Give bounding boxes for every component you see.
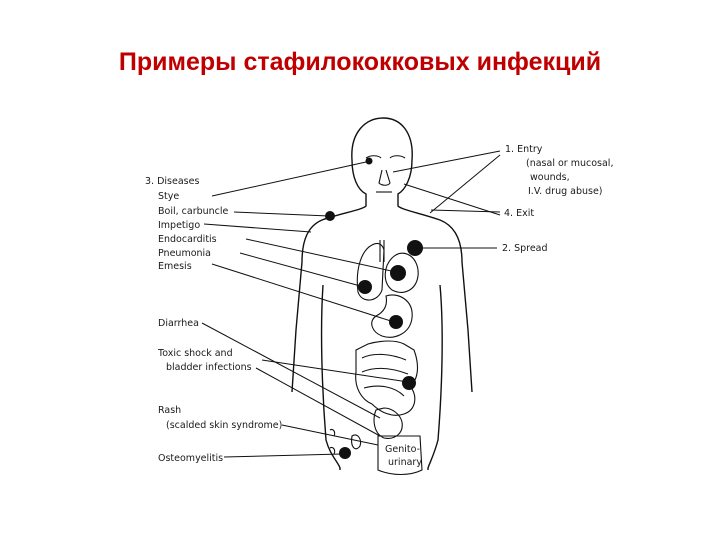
site-shoulder (325, 211, 335, 221)
label-exit: 4. Exit (504, 208, 534, 219)
site-leg (339, 447, 351, 459)
label-osteomyelitis: Osteomyelitis (158, 453, 223, 464)
label-endocarditis: Endocarditis (158, 234, 217, 245)
left-labels: 3. Diseases Stye Boil, carbuncle Impetig… (145, 176, 282, 464)
lungs (356, 242, 385, 301)
body-outline (291, 117, 473, 470)
label-toxic-shock-2: bladder infections (166, 362, 252, 373)
label-boil: Boil, carbuncle (158, 206, 229, 217)
right-labels: 1. Entry (nasal or mucosal, wounds, I.V.… (502, 144, 613, 254)
label-rash: Rash (158, 405, 181, 416)
label-genitourinary-1: Genito- (385, 444, 420, 455)
label-diarrhea: Diarrhea (158, 318, 199, 329)
organs (329, 240, 423, 476)
site-eye (365, 157, 373, 165)
label-toxic-shock-1: Toxic shock and (157, 348, 233, 359)
label-diseases-heading: 3. Diseases (145, 176, 199, 187)
label-impetigo: Impetigo (158, 220, 200, 231)
label-rash-detail: (scalded skin syndrome) (166, 420, 282, 431)
site-intestine (402, 376, 416, 390)
label-pneumonia: Pneumonia (158, 248, 211, 259)
site-heart (390, 265, 406, 281)
leader-lines (201, 150, 501, 458)
site-stomach (389, 315, 403, 329)
genitourinary-box (377, 435, 423, 476)
heart (384, 252, 419, 293)
site-lung (358, 280, 372, 294)
bladder (373, 407, 403, 439)
intestines (355, 340, 419, 416)
stomach (371, 294, 413, 338)
label-entry-detail-3: I.V. drug abuse) (528, 186, 603, 197)
label-entry: 1. Entry (505, 144, 543, 155)
label-emesis: Emesis (158, 261, 192, 272)
label-entry-detail-2: wounds, (530, 172, 570, 183)
genitourinary-label: Genito- urinary (385, 444, 422, 468)
label-spread: 2. Spread (502, 243, 548, 254)
label-stye: Stye (158, 191, 179, 202)
slide-title: Примеры стафилококковых инфекций (118, 48, 602, 76)
trachea (379, 240, 385, 262)
label-entry-detail-1: (nasal or mucosal, (526, 158, 613, 169)
infection-sites (325, 157, 423, 459)
label-genitourinary-2: urinary (388, 457, 422, 468)
